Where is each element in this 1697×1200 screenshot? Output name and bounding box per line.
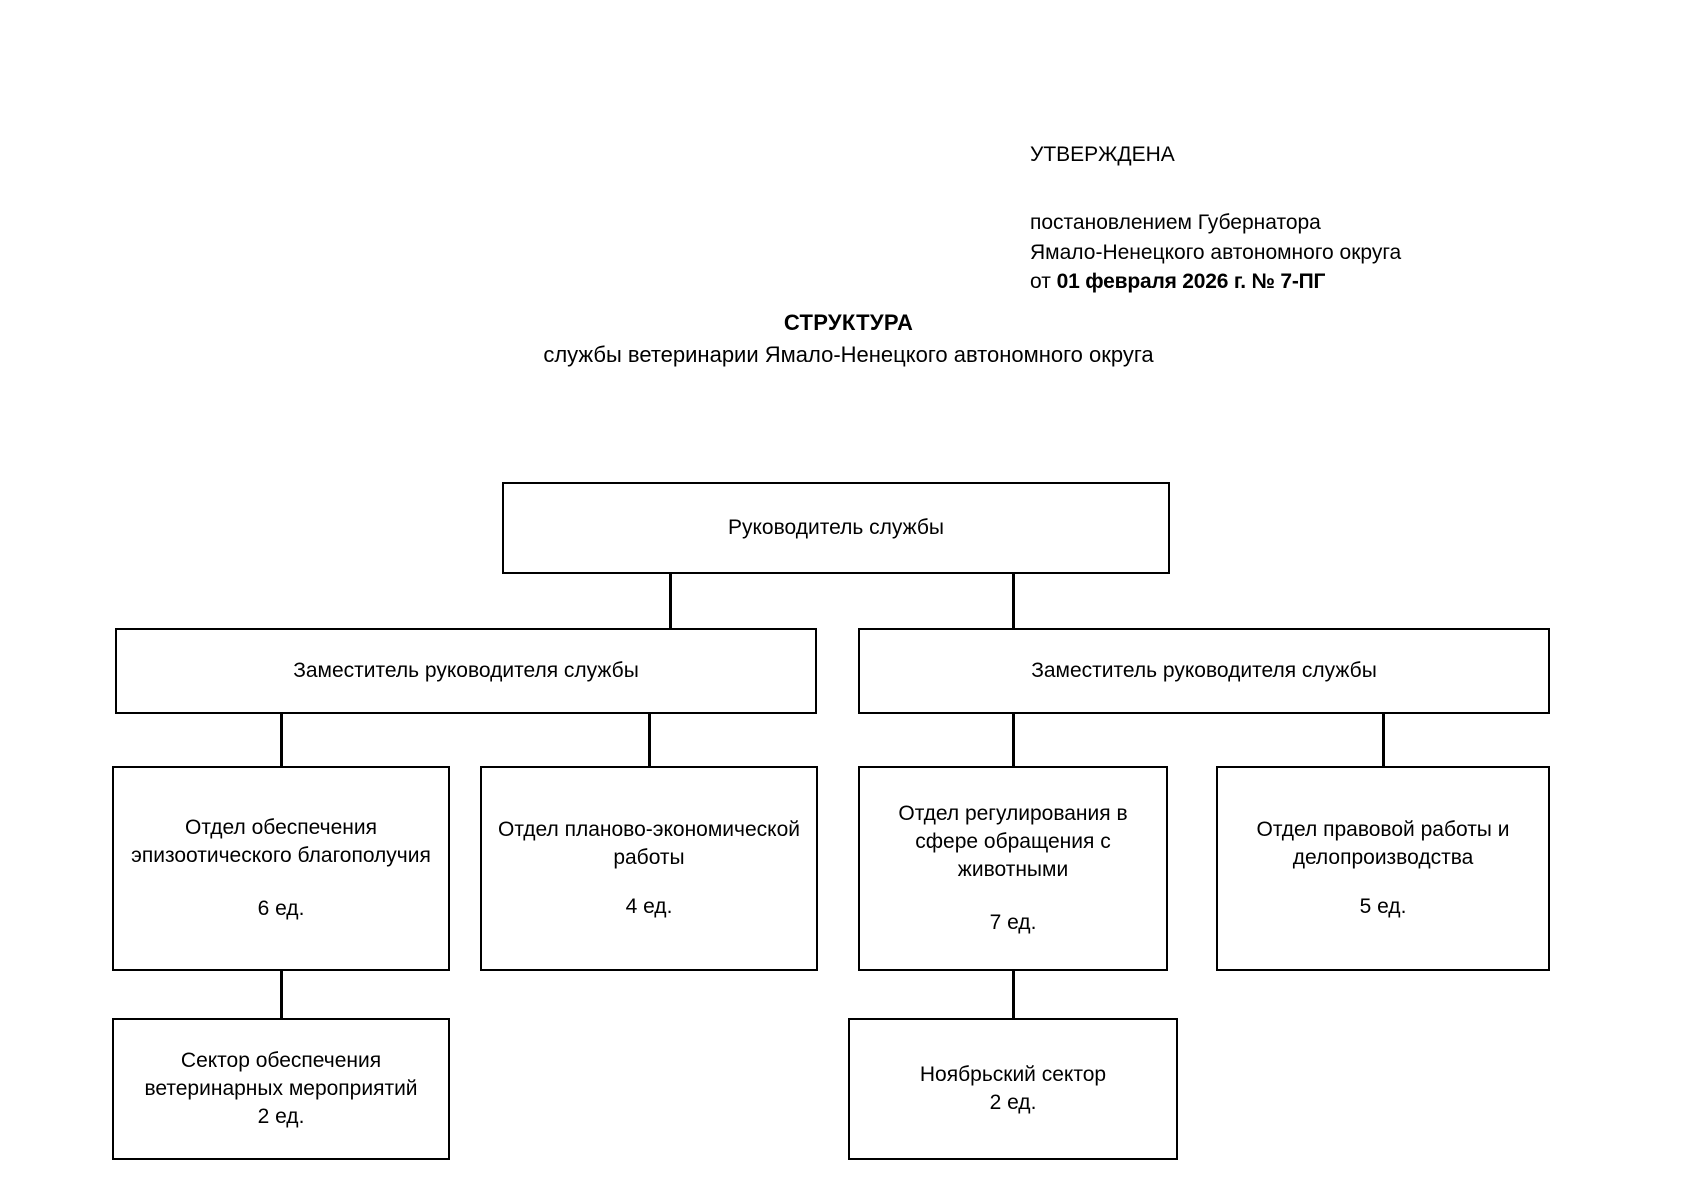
org-node-sector-veterinary-measures[interactable]: Сектор обеспечения ветеринарных мероприя… (112, 1018, 450, 1160)
org-node-sector-noyabrsk[interactable]: Ноябрьский сектор 2 ед. (848, 1018, 1178, 1160)
org-node-staff-count: 6 ед. (257, 897, 305, 921)
connector-root-to-deputy-right (1012, 574, 1015, 628)
connector-deputy-right-to-dept-4 (1382, 714, 1385, 766)
org-node-label: Отдел правовой работы и делопроизводства (1256, 817, 1510, 869)
connector-dept-1-to-sector-1 (280, 971, 283, 1018)
org-node-label: Отдел планово-экономической работы (498, 817, 800, 869)
document-title-block: СТРУКТУРА службы ветеринарии Ямало-Ненец… (0, 310, 1697, 368)
approval-line-2: Ямало-Ненецкого автономного округа (1030, 240, 1402, 264)
approval-line-3: от 01 февраля 2026 г. № 7-ПГ (1030, 267, 1550, 297)
approval-line-1: постановлением Губернатора (1030, 210, 1321, 234)
org-node-staff-count: 2 ед. (989, 1091, 1037, 1114)
approval-block: УТВЕРЖДЕНА постановлением Губернатора Ям… (1030, 140, 1550, 297)
org-node-label: Заместитель руководителя службы (293, 659, 639, 683)
page-subtitle: службы ветеринарии Ямало-Ненецкого автон… (543, 342, 1154, 367)
org-node-department-epizootic-welfare[interactable]: Отдел обеспечения эпизоотического благоп… (112, 766, 450, 971)
org-node-deputy-head-left[interactable]: Заместитель руководителя службы (115, 628, 817, 714)
org-node-staff-count: 2 ед. (257, 1104, 305, 1128)
connector-deputy-left-to-dept-1 (280, 714, 283, 766)
approval-title: УТВЕРЖДЕНА (1030, 143, 1175, 166)
connector-deputy-left-to-dept-2 (648, 714, 651, 766)
org-node-staff-count: 4 ед. (625, 895, 673, 919)
org-node-department-planning-economics[interactable]: Отдел планово-экономической работы 4 ед. (480, 766, 818, 971)
org-node-department-animal-handling-regulation[interactable]: Отдел регулирования в сфере обращения с … (858, 766, 1168, 971)
org-node-staff-count: 5 ед. (1359, 895, 1407, 919)
org-node-label: Заместитель руководителя службы (1031, 659, 1377, 683)
approval-date-prefix: от (1030, 270, 1057, 294)
org-node-head-of-service[interactable]: Руководитель службы (502, 482, 1170, 574)
org-node-label: Ноябрьский сектор (919, 1063, 1107, 1087)
org-node-deputy-head-right[interactable]: Заместитель руководителя службы (858, 628, 1550, 714)
org-node-label: Отдел обеспечения эпизоотического благоп… (131, 815, 431, 867)
page-title: СТРУКТУРА (783, 310, 914, 335)
approval-document-reference: 01 февраля 2026 г. № 7-ПГ (1056, 270, 1326, 294)
connector-dept-3-to-sector-2 (1012, 971, 1015, 1018)
org-node-label: Отдел регулирования в сфере обращения с … (898, 802, 1128, 881)
org-node-label: Сектор обеспечения ветеринарных мероприя… (144, 1049, 418, 1101)
org-node-staff-count: 7 ед. (989, 911, 1037, 935)
org-node-department-legal-and-records[interactable]: Отдел правовой работы и делопроизводства… (1216, 766, 1550, 971)
connector-deputy-right-to-dept-3 (1012, 714, 1015, 766)
connector-root-to-deputy-left (669, 574, 672, 628)
org-node-label: Руководитель службы (727, 516, 945, 540)
